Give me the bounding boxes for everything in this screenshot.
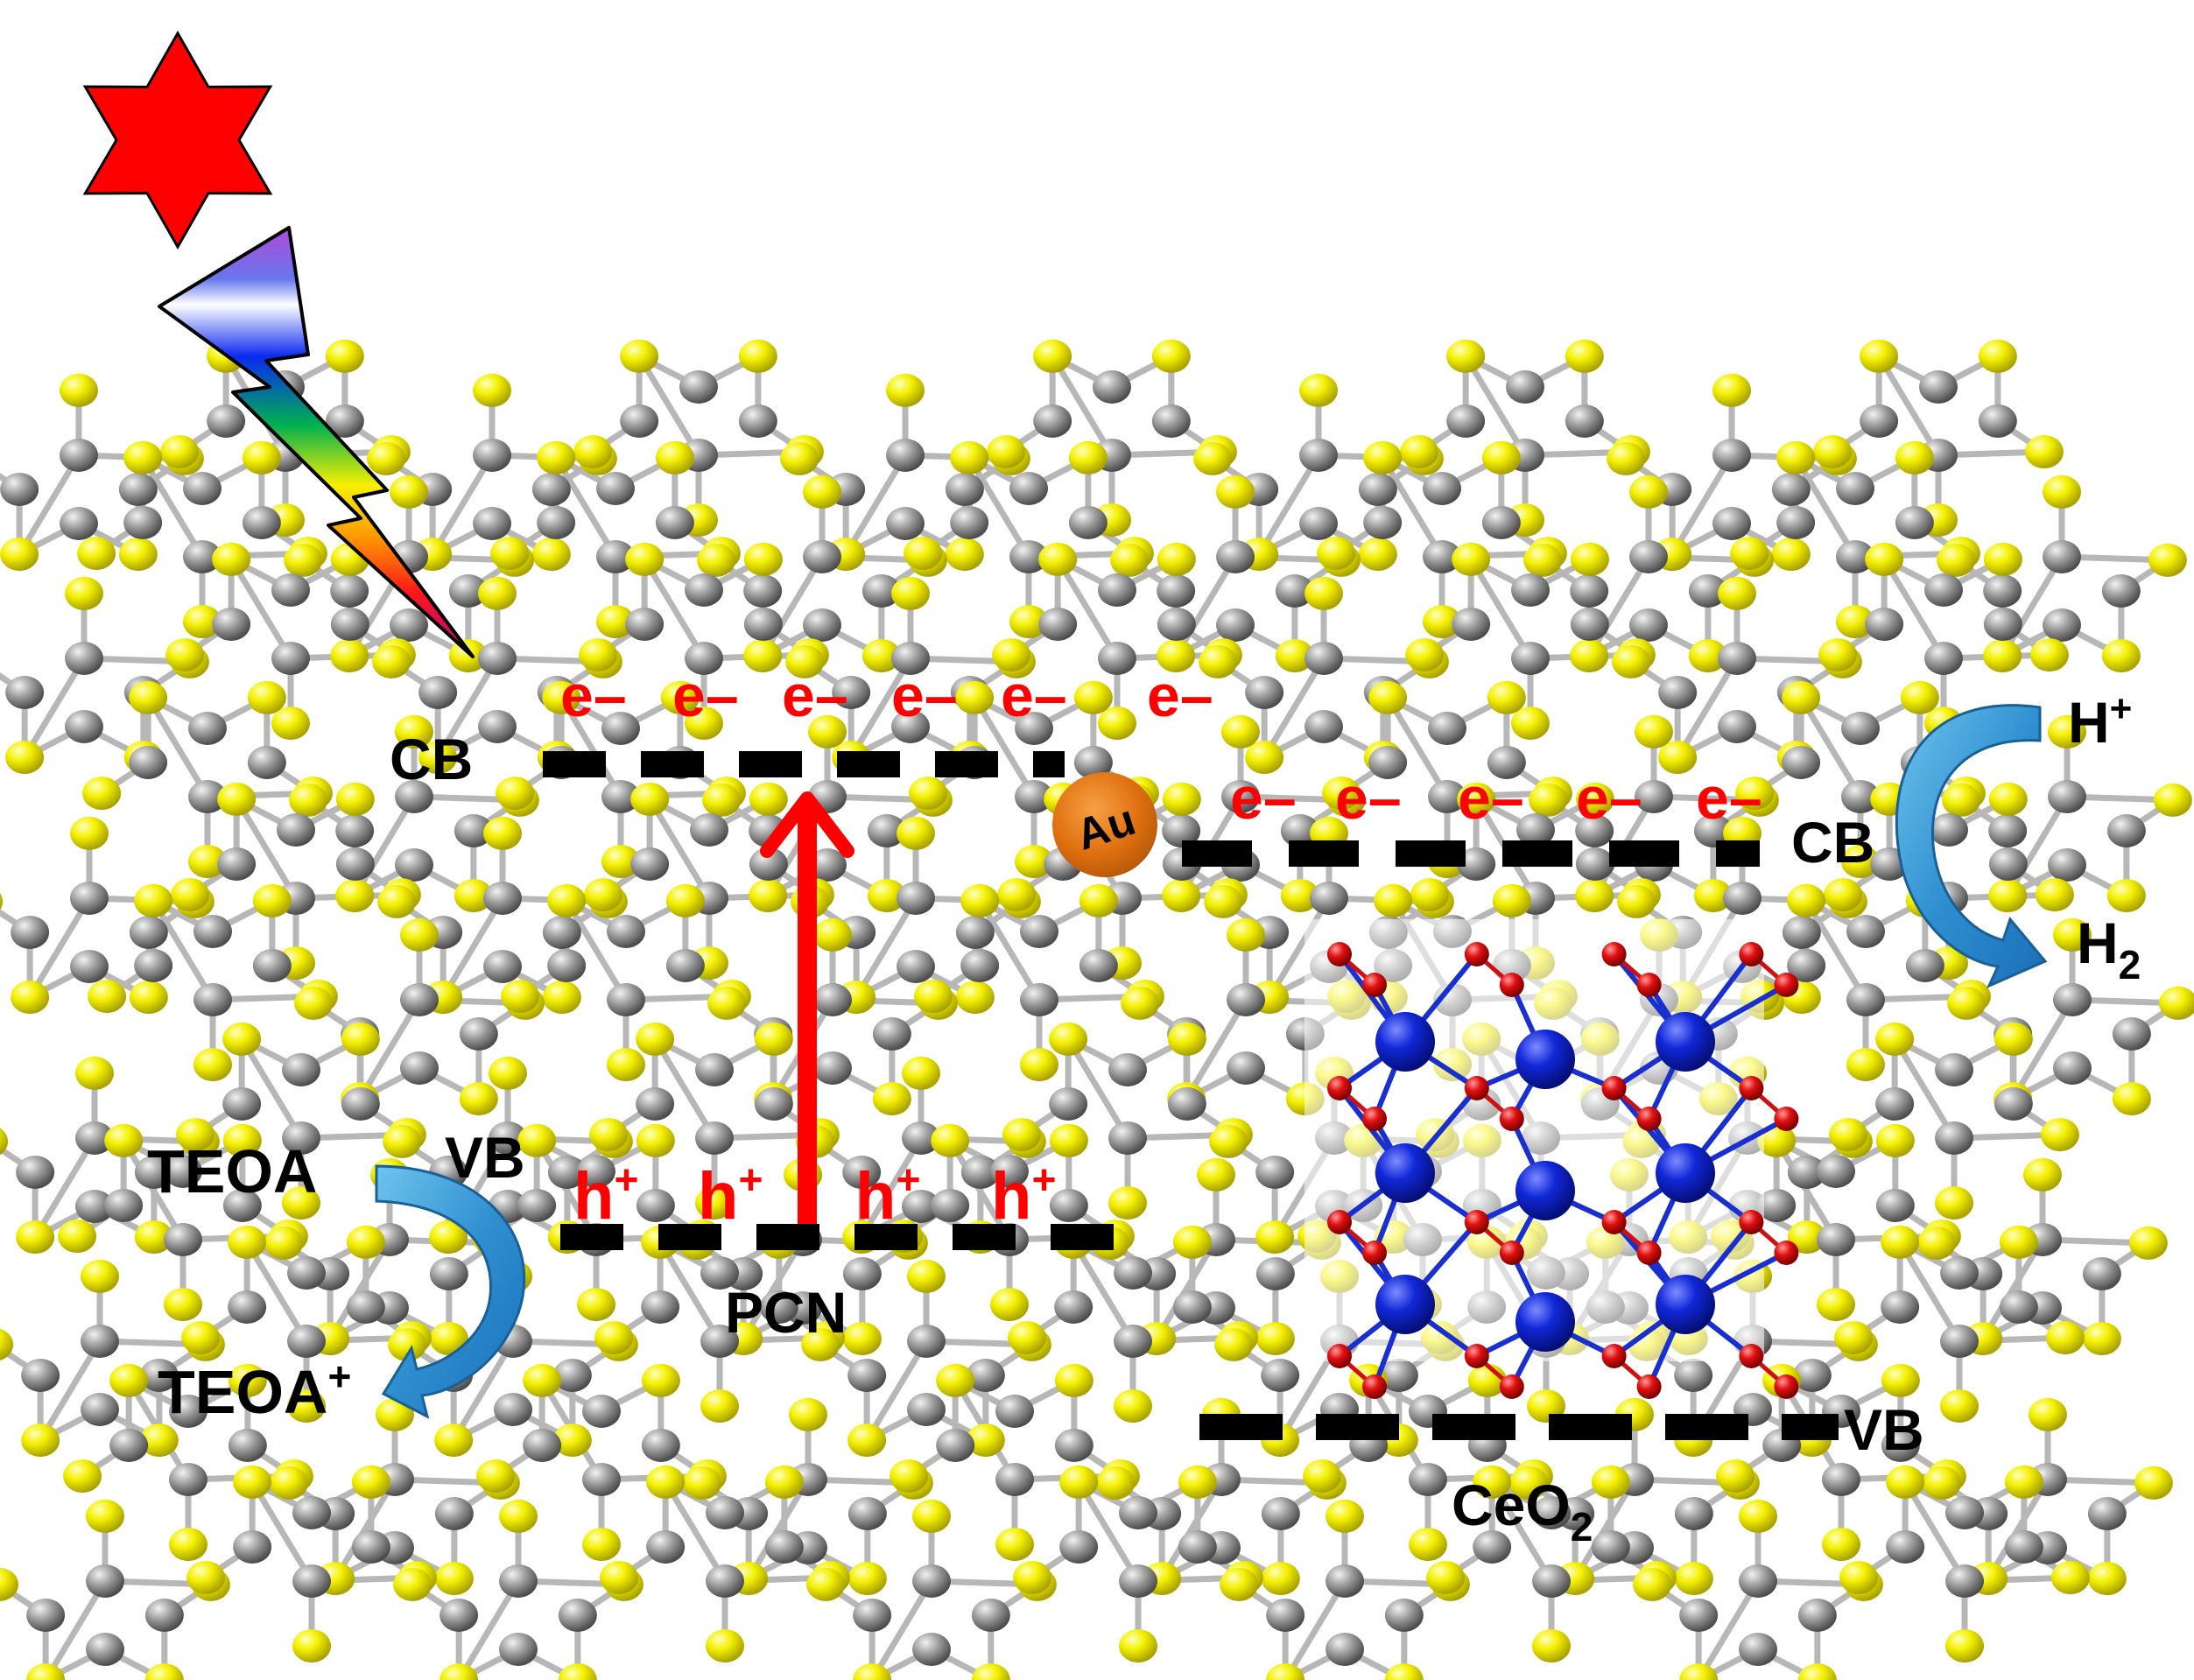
au-particle <box>1052 772 1157 877</box>
electron-label: e– <box>1001 663 1067 729</box>
h-plus-label: H+ <box>2068 687 2132 755</box>
ceo2-name-label: CeO2 <box>1452 1473 1593 1550</box>
hole-label: h+ <box>573 1157 638 1234</box>
electron-label: e– <box>1335 765 1402 832</box>
h2-label: H2 <box>2077 910 2141 988</box>
hole-label: h+ <box>855 1157 920 1234</box>
reduction-curved-arrow <box>1895 704 2048 988</box>
electron-label: e– <box>891 663 958 729</box>
pcn-electrons: e– e– e– e– e– e– <box>560 663 1213 729</box>
electron-label: e– <box>560 663 627 729</box>
pcn-lattice-background <box>0 339 2194 1680</box>
electron-label: e– <box>782 663 848 729</box>
pcn-holes: h+ h+ h+ h+ <box>573 1157 1056 1234</box>
ceo2-crystal-structure <box>1304 919 1799 1399</box>
ceo2-vb-label: VB <box>1844 1397 1924 1462</box>
electron-label: e– <box>1576 765 1642 832</box>
ceo2-electrons: e– e– e– e– e– <box>1230 765 1762 832</box>
teoa-label: TEOA <box>147 1137 317 1206</box>
six-pointed-star-icon <box>82 30 273 250</box>
excitation-arrow <box>760 791 854 1224</box>
electron-label: e– <box>1696 765 1762 832</box>
electron-label: e– <box>672 663 739 729</box>
rainbow-lightning-bolt-icon <box>158 226 475 658</box>
pcn-cb-label: CB <box>390 727 473 791</box>
oxidation-curved-arrow <box>375 1164 526 1419</box>
electron-label: e– <box>1458 765 1524 832</box>
hole-label: h+ <box>991 1157 1056 1234</box>
pcn-name-label: PCN <box>725 1280 847 1345</box>
pcn-vb-label: VB <box>445 1125 525 1190</box>
electron-label: e– <box>1147 663 1213 729</box>
electron-label: e– <box>1230 765 1297 832</box>
ceo2-cb-label: CB <box>1791 810 1874 875</box>
teoa-plus-label: TEOA+ <box>158 1353 351 1426</box>
hole-label: h+ <box>698 1157 763 1234</box>
